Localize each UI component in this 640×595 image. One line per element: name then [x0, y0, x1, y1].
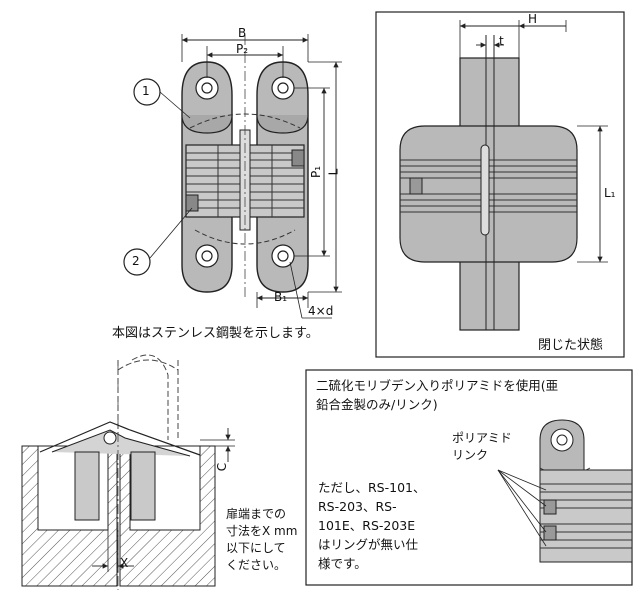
dim-x-label: X: [120, 556, 129, 570]
ring-box-title-line: 鉛合金製のみ/リンク): [316, 397, 438, 412]
door-edge-line: 扉端までの: [226, 507, 287, 521]
ring-label-line: リンク: [452, 448, 489, 462]
ring-note-line: 様です。: [318, 556, 367, 571]
closed-state-caption: 閉じた状態: [538, 338, 604, 353]
ring-note-line: はリングが無い仕: [318, 537, 419, 552]
polyamide-ring-label: ポリアミド リンク: [452, 430, 512, 464]
door-edge-line: 寸法をX mm: [226, 524, 298, 538]
dim-b-label: B: [238, 26, 247, 40]
dim-l1-label: L₁: [604, 186, 616, 200]
door-edge-line: 以下にして: [226, 541, 286, 555]
dim-c-label: C: [215, 462, 230, 472]
ring-note-line: 101E、RS-203E: [318, 518, 416, 533]
door-section-view: [21, 354, 235, 590]
dim-h-label: H: [528, 12, 538, 26]
dim-b1-label: B₁: [274, 290, 288, 304]
dim-t-label: t: [499, 34, 504, 48]
dim-hole-label: 4×d: [308, 304, 334, 318]
ring-label-line: ポリアミド: [452, 431, 512, 445]
ring-note-line: ただし、RS-101、: [318, 480, 426, 495]
ring-note: ただし、RS-101、 RS-203、RS- 101E、RS-203E はリング…: [318, 478, 426, 573]
dim-l-label: L: [326, 168, 341, 176]
ring-box-title: 二硫化モリブデン入りポリアミドを使用(亜 鉛合金製のみ/リンク): [316, 376, 558, 414]
callout-2: 2: [132, 254, 140, 268]
callout-1: 1: [142, 84, 150, 98]
closed-state-view: [375, 11, 625, 358]
ring-detail-box: [305, 369, 633, 586]
ring-box-title-line: 二硫化モリブデン入りポリアミドを使用(亜: [316, 378, 559, 393]
door-edge-note: 扉端までの 寸法をX mm 以下にして ください。: [226, 506, 297, 574]
door-edge-line: ください。: [226, 558, 287, 572]
hinge-front-view: [123, 34, 342, 319]
ring-note-line: RS-203、RS-: [318, 499, 397, 514]
dim-p2-label: P₂: [236, 42, 249, 56]
stainless-note: 本図はステンレス鋼製を示します。: [112, 326, 319, 341]
dim-p1-label: P₁: [309, 165, 324, 179]
